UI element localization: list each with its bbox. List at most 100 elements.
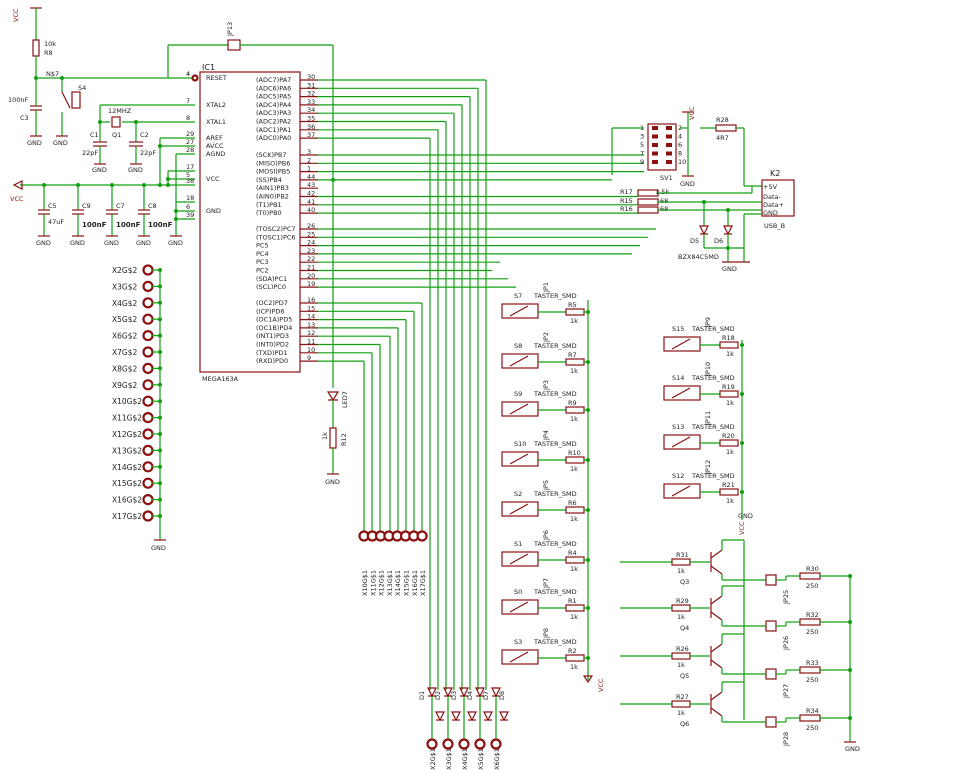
diode-pad[interactable] (490, 738, 502, 750)
ic1-pin-num: 18 (186, 194, 194, 202)
jumper[interactable] (765, 620, 777, 632)
ic1-pin-num: 22 (307, 255, 315, 263)
tactile-switch[interactable] (501, 353, 539, 369)
svg-text:1k: 1k (570, 663, 578, 671)
ic1-pin-name: (OC1B)PD4 (256, 324, 292, 332)
ic1-pin-num: 2 (307, 156, 311, 164)
header-pad[interactable] (142, 494, 154, 506)
transistor-label: Q3 (680, 578, 689, 586)
diode-pad[interactable] (474, 738, 486, 750)
diode (483, 711, 493, 722)
ic1-pin-num: 20 (307, 272, 315, 280)
tactile-switch[interactable] (501, 401, 539, 417)
ic1-pin-num: 30 (307, 73, 315, 81)
bottom-pad[interactable] (416, 530, 428, 542)
zener-d5 (699, 225, 709, 236)
diode (467, 711, 477, 722)
tactile-switch[interactable] (501, 303, 539, 319)
resistor (565, 604, 585, 612)
ic1-pin-name: (ADC0)PA0 (256, 134, 291, 142)
tactile-switch[interactable] (501, 451, 539, 467)
svg-text:GND: GND (104, 239, 119, 247)
svg-text:GND: GND (763, 209, 778, 217)
tactile-switch[interactable] (663, 385, 701, 401)
c2-ref: C2 (140, 131, 149, 139)
svg-text:R7: R7 (568, 351, 577, 359)
s4-ref: S4 (78, 84, 86, 92)
tactile-switch[interactable] (501, 599, 539, 615)
svg-text:+5V: +5V (763, 183, 778, 191)
tactile-switch[interactable] (663, 336, 701, 352)
jumper[interactable] (765, 716, 777, 728)
svg-text:LED7: LED7 (341, 391, 349, 408)
tactile-switch[interactable] (501, 551, 539, 567)
diode-pad[interactable] (426, 738, 438, 750)
svg-text:S10: S10 (514, 440, 526, 448)
header-pad[interactable] (142, 330, 154, 342)
svg-text:1k: 1k (570, 613, 578, 621)
ic1-pin-num: 33 (307, 98, 315, 106)
ic1-pin-num: 34 (307, 106, 315, 114)
header-pad[interactable] (142, 428, 154, 440)
decoupling-capacitors: C5 47uF GND C9 100nF GND C7 100nF GND (36, 183, 173, 247)
diode-label: D7 (482, 691, 490, 700)
header-pad[interactable] (142, 477, 154, 489)
svg-text:JP12: JP12 (704, 460, 712, 475)
ic1-pin-name: VCC (206, 175, 220, 183)
svg-text:X5G$1: X5G$1 (477, 748, 485, 770)
ic1-pin-name: (ICP)PD6 (256, 307, 285, 315)
header-pad-label: X15G$2 (112, 479, 142, 488)
ic1-pin-num: 35 (307, 115, 315, 123)
svg-text:X10G$1: X10G$1 (361, 570, 369, 596)
tactile-switch[interactable] (501, 501, 539, 517)
svg-text:R6: R6 (568, 499, 577, 507)
header-pad[interactable] (142, 264, 154, 276)
svg-text:TASTER_SMD: TASTER_SMD (533, 390, 577, 398)
header-pad[interactable] (142, 444, 154, 456)
q1-value: 12MHZ (108, 107, 132, 115)
svg-text:JP28: JP28 (782, 732, 790, 747)
svg-text:1k: 1k (570, 565, 578, 573)
tactile-switch[interactable] (501, 649, 539, 665)
header-pad[interactable] (142, 379, 154, 391)
ic1-pin-num: 42 (307, 190, 315, 198)
header-pad[interactable] (142, 395, 154, 407)
header-pad[interactable] (142, 510, 154, 522)
ic1-ref: IC1 (202, 63, 215, 72)
ic1-pin-num: 38 (186, 177, 194, 185)
svg-text:R5: R5 (568, 301, 577, 309)
header-pad[interactable] (142, 297, 154, 309)
diode-pad[interactable] (442, 738, 454, 750)
jumper[interactable] (765, 574, 777, 586)
svg-text:TASTER_SMD: TASTER_SMD (533, 490, 577, 498)
svg-text:Data-: Data- (763, 193, 782, 201)
transistor-label: Q6 (680, 720, 689, 728)
ic1-pin-name: (OC2)PD7 (256, 299, 288, 307)
header-pad[interactable] (142, 461, 154, 473)
sv1-pin-num: 5 (640, 141, 644, 149)
gnd-c2: GND (128, 166, 143, 174)
usb-connector (761, 179, 795, 217)
jumper[interactable] (765, 668, 777, 680)
svg-text:GND: GND (136, 239, 151, 247)
header-pad-label: X6G$2 (112, 332, 137, 341)
header-pad[interactable] (142, 280, 154, 292)
header-pad[interactable] (142, 362, 154, 374)
header-pad-label: X4G$2 (112, 299, 137, 308)
header-pad[interactable] (142, 346, 154, 358)
header-pad[interactable] (142, 412, 154, 424)
svg-text:R1: R1 (568, 597, 577, 605)
tactile-switch[interactable] (663, 483, 701, 499)
header-pad[interactable] (142, 313, 154, 325)
vcc-sv1: VCC (688, 106, 696, 120)
diode-pad[interactable] (458, 738, 470, 750)
net-label: N$7 (46, 70, 59, 78)
svg-text:JP2: JP2 (542, 332, 550, 343)
tactile-switch[interactable] (663, 434, 701, 450)
